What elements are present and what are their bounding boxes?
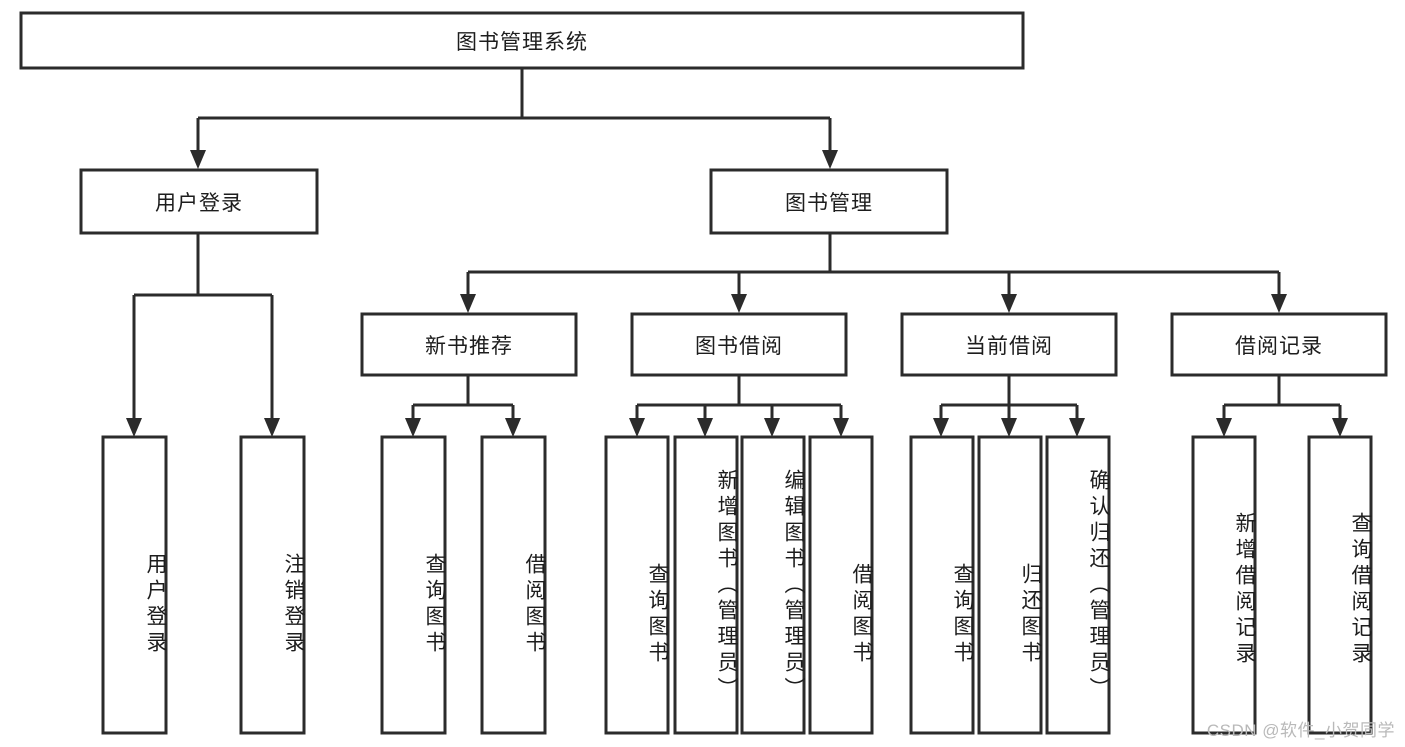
arrow-head-book-borrow [731,294,747,313]
node-box-leaf-current-borrow-2[interactable] [1045,435,1111,735]
node-box-leaf-book-borrow-2[interactable] [740,435,806,735]
node-box-borrow-record[interactable] [1170,312,1388,377]
node-box-root[interactable] [19,11,1025,70]
arrow-head-borrow-record-leaf-0 [1216,418,1232,437]
node-box-leaf-book-borrow-0[interactable] [604,435,670,735]
node-box-book-manage[interactable] [709,168,949,235]
arrow-head-borrow-record [1271,294,1287,313]
node-box-new-book-recommend[interactable] [360,312,578,377]
arrow-head-new-book-leaf-1 [505,418,521,437]
node-box-leaf-current-borrow-1[interactable] [977,435,1043,735]
arrow-head-user-login-leaf-1 [264,418,280,437]
arrow-head-book-borrow-leaf-1 [697,418,713,437]
arrow-head-book-borrow-leaf-2 [764,418,780,437]
arrow-head-borrow-record-leaf-1 [1332,418,1348,437]
node-box-leaf-book-borrow-1[interactable] [673,435,739,735]
arrow-head-user-login-leaf-0 [126,418,142,437]
node-box-leaf-book-borrow-3[interactable] [808,435,874,735]
arrow-head-book-borrow-leaf-3 [833,418,849,437]
arrow-head-current-borrow-leaf-0 [933,418,949,437]
node-box-leaf-new-book-1[interactable] [480,435,547,735]
arrow-head-current-borrow-leaf-2 [1069,418,1085,437]
node-box-leaf-current-borrow-0[interactable] [909,435,975,735]
node-box-current-borrow[interactable] [900,312,1118,377]
node-box-leaf-borrow-record-0[interactable] [1191,435,1257,735]
arrow-head-new-book [460,294,476,313]
node-box-leaf-user-login-0[interactable] [101,435,168,735]
arrow-head-book-manage [822,150,838,169]
arrow-head-current-borrow-leaf-1 [1001,418,1017,437]
arrow-head-new-book-leaf-0 [405,418,421,437]
arrow-head-book-borrow-leaf-0 [629,418,645,437]
node-box-user-login[interactable] [79,168,319,235]
node-box-leaf-new-book-0[interactable] [380,435,447,735]
node-box-leaf-user-login-1[interactable] [239,435,306,735]
arrow-head-current-borrow [1001,294,1017,313]
node-box-leaf-borrow-record-1[interactable] [1307,435,1373,735]
arrow-head-user-login [190,150,206,169]
node-box-book-borrow[interactable] [630,312,848,377]
